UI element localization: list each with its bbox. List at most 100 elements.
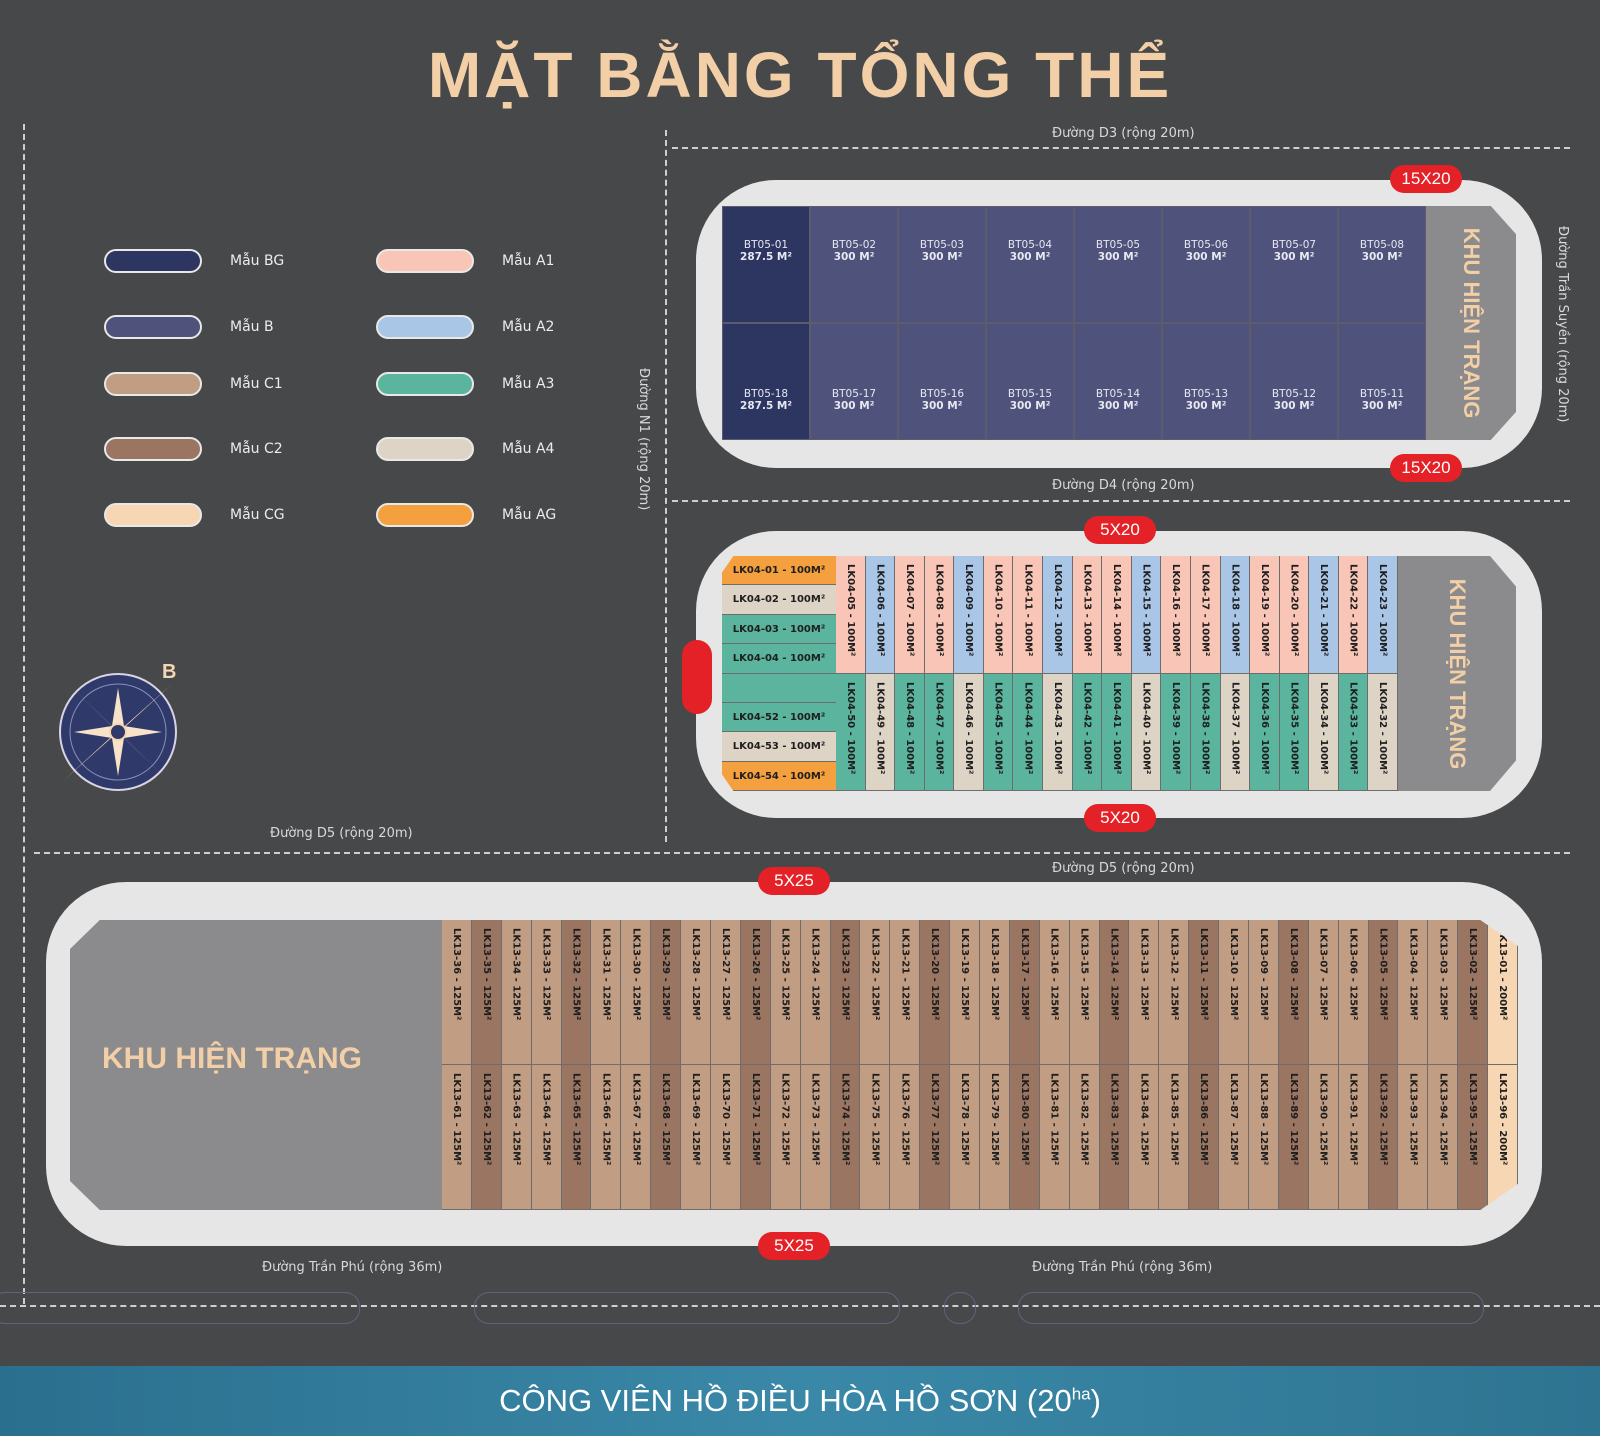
- lot-lk13[interactable]: LK13-16 - 125M²: [1039, 920, 1070, 1065]
- lot-lk04[interactable]: LK04-16 - 100M²: [1161, 556, 1191, 674]
- lot-lk13[interactable]: LK13-88 - 125M²: [1249, 1065, 1279, 1210]
- lot-lk13[interactable]: LK13-74 - 125M²: [830, 1065, 861, 1210]
- lot-lk04[interactable]: LK04-52 - 100M²: [722, 702, 836, 733]
- lot-lk13[interactable]: LK13-94 - 125M²: [1428, 1065, 1459, 1210]
- lot-lk13[interactable]: LK13-12 - 125M²: [1159, 920, 1190, 1065]
- lot-lk04[interactable]: LK04-08 - 100M²: [924, 556, 955, 674]
- lot-lk04[interactable]: LK04-05 - 100M²: [836, 556, 866, 674]
- lot-lk04[interactable]: LK04-06 - 100M²: [865, 556, 896, 674]
- lot-lk13[interactable]: LK13-30 - 125M²: [621, 920, 652, 1065]
- lot-lk13[interactable]: LK13-63 - 125M²: [501, 1065, 532, 1210]
- lot-lk13[interactable]: LK13-02 - 125M²: [1458, 920, 1489, 1065]
- lot-lk04[interactable]: LK04-54 - 100M²: [722, 761, 836, 791]
- lot-lk04[interactable]: LK04-07 - 100M²: [895, 556, 925, 674]
- lot-lk13[interactable]: LK13-89 - 125M²: [1278, 1065, 1309, 1210]
- lot-lk04[interactable]: LK04-04 - 100M²: [722, 644, 836, 674]
- lot-lk04[interactable]: LK04-21 - 100M²: [1309, 556, 1339, 674]
- lot-lk13[interactable]: LK13-04 - 125M²: [1398, 920, 1429, 1065]
- lot-lk04[interactable]: LK04-17 - 100M²: [1190, 556, 1221, 674]
- lot-lk13[interactable]: LK13-35 - 125M²: [471, 920, 502, 1065]
- lot-lk04[interactable]: LK04-32 - 100M²: [1368, 674, 1398, 791]
- lot-lk13[interactable]: LK13-19 - 125M²: [950, 920, 980, 1065]
- lot-lk04[interactable]: LK04-13 - 100M²: [1072, 556, 1103, 674]
- lot-lk13[interactable]: LK13-85 - 125M²: [1159, 1065, 1190, 1210]
- lot-lk04[interactable]: LK04-01 - 100M²: [722, 556, 836, 586]
- lot-lk13[interactable]: LK13-84 - 125M²: [1129, 1065, 1160, 1210]
- lot-lk04[interactable]: LK04-43 - 100M²: [1043, 674, 1073, 791]
- lot-lk04[interactable]: LK04-45 - 100M²: [983, 674, 1014, 791]
- lot-lk04[interactable]: LK04-03 - 100M²: [722, 614, 836, 645]
- lot-lk04[interactable]: LK04-42 - 100M²: [1072, 674, 1103, 791]
- lot-lk13[interactable]: LK13-28 - 125M²: [681, 920, 711, 1065]
- lot-lk13[interactable]: LK13-67 - 125M²: [621, 1065, 652, 1210]
- lot-lk13[interactable]: LK13-36 - 125M²: [442, 920, 472, 1065]
- lot-lk13[interactable]: LK13-09 - 125M²: [1249, 920, 1279, 1065]
- lot-lk04[interactable]: LK04-09 - 100M²: [954, 556, 984, 674]
- lot-lk13[interactable]: LK13-73 - 125M²: [800, 1065, 831, 1210]
- lot-lk13[interactable]: LK13-92 - 125M²: [1368, 1065, 1399, 1210]
- lot-lk04[interactable]: LK04-11 - 100M²: [1013, 556, 1044, 674]
- lot-lk13[interactable]: LK13-80 - 125M²: [1009, 1065, 1040, 1210]
- lot-lk13[interactable]: LK13-82 - 125M²: [1069, 1065, 1100, 1210]
- lot-lk04[interactable]: LK04-02 - 100M²: [722, 585, 836, 615]
- lot-lk13[interactable]: LK13-23 - 125M²: [830, 920, 861, 1065]
- lot-lk04[interactable]: LK04-15 - 100M²: [1131, 556, 1162, 674]
- lot-lk13[interactable]: LK13-21 - 125M²: [890, 920, 921, 1065]
- lot-lk04[interactable]: LK04-22 - 100M²: [1338, 556, 1369, 674]
- lot-lk04[interactable]: LK04-36 - 100M²: [1250, 674, 1280, 791]
- lot-lk04[interactable]: LK04-34 - 100M²: [1309, 674, 1339, 791]
- lot-lk13[interactable]: LK13-70 - 125M²: [711, 1065, 741, 1210]
- lot-lk04[interactable]: LK04-39 - 100M²: [1161, 674, 1191, 791]
- lot-lk13[interactable]: LK13-61 - 125M²: [442, 1065, 472, 1210]
- lot-lk04[interactable]: LK04-37 - 100M²: [1220, 674, 1251, 791]
- lot-lk13[interactable]: LK13-29 - 125M²: [651, 920, 682, 1065]
- lot-lk13[interactable]: LK13-27 - 125M²: [711, 920, 741, 1065]
- lot-lk04[interactable]: LK04-14 - 100M²: [1102, 556, 1132, 674]
- lot-lk04[interactable]: LK04-10 - 100M²: [983, 556, 1014, 674]
- lot-lk04[interactable]: LK04-41 - 100M²: [1102, 674, 1132, 791]
- lot-lk13[interactable]: LK13-06 - 125M²: [1338, 920, 1369, 1065]
- lot-lk13[interactable]: LK13-31 - 125M²: [591, 920, 622, 1065]
- lot-lk13[interactable]: LK13-65 - 125M²: [561, 1065, 592, 1210]
- lot-lk04[interactable]: LK04-50 - 100M²: [836, 674, 866, 791]
- lot-lk13[interactable]: LK13-69 - 125M²: [681, 1065, 711, 1210]
- lot-lk04[interactable]: LK04-40 - 100M²: [1131, 674, 1162, 791]
- lot-lk13[interactable]: LK13-26 - 125M²: [740, 920, 771, 1065]
- lot-lk13[interactable]: LK13-05 - 125M²: [1368, 920, 1399, 1065]
- lot-lk13[interactable]: LK13-14 - 125M²: [1099, 920, 1130, 1065]
- lot-lk13[interactable]: LK13-68 - 125M²: [651, 1065, 682, 1210]
- lot-lk04[interactable]: LK04-44 - 100M²: [1013, 674, 1044, 791]
- lot-lk13[interactable]: LK13-32 - 125M²: [561, 920, 592, 1065]
- lot-lk13[interactable]: LK13-24 - 125M²: [800, 920, 831, 1065]
- lot-lk13[interactable]: LK13-08 - 125M²: [1278, 920, 1309, 1065]
- lot-lk13[interactable]: LK13-78 - 125M²: [950, 1065, 980, 1210]
- lot-lk04[interactable]: LK04-35 - 100M²: [1279, 674, 1310, 791]
- lot-lk13[interactable]: LK13-87 - 125M²: [1219, 1065, 1249, 1210]
- lot-lk13[interactable]: LK13-95 - 125M²: [1458, 1065, 1489, 1210]
- lot-lk13[interactable]: LK13-22 - 125M²: [860, 920, 891, 1065]
- lot-lk13[interactable]: LK13-93 - 125M²: [1398, 1065, 1429, 1210]
- lot-lk13[interactable]: LK13-86 - 125M²: [1189, 1065, 1220, 1210]
- lot-lk13[interactable]: LK13-20 - 125M²: [920, 920, 951, 1065]
- lot-lk13[interactable]: LK13-96 - 200M²: [1488, 1065, 1518, 1210]
- lot-lk13[interactable]: LK13-18 - 125M²: [980, 920, 1010, 1065]
- lot-lk04[interactable]: LK04-19 - 100M²: [1250, 556, 1280, 674]
- lot-lk13[interactable]: LK13-03 - 125M²: [1428, 920, 1459, 1065]
- lot-lk13[interactable]: LK13-62 - 125M²: [471, 1065, 502, 1210]
- lot-lk04[interactable]: LK04-20 - 100M²: [1279, 556, 1310, 674]
- lot-lk13[interactable]: LK13-10 - 125M²: [1219, 920, 1249, 1065]
- lot-lk13[interactable]: LK13-76 - 125M²: [890, 1065, 921, 1210]
- lot-lk13[interactable]: LK13-90 - 125M²: [1308, 1065, 1339, 1210]
